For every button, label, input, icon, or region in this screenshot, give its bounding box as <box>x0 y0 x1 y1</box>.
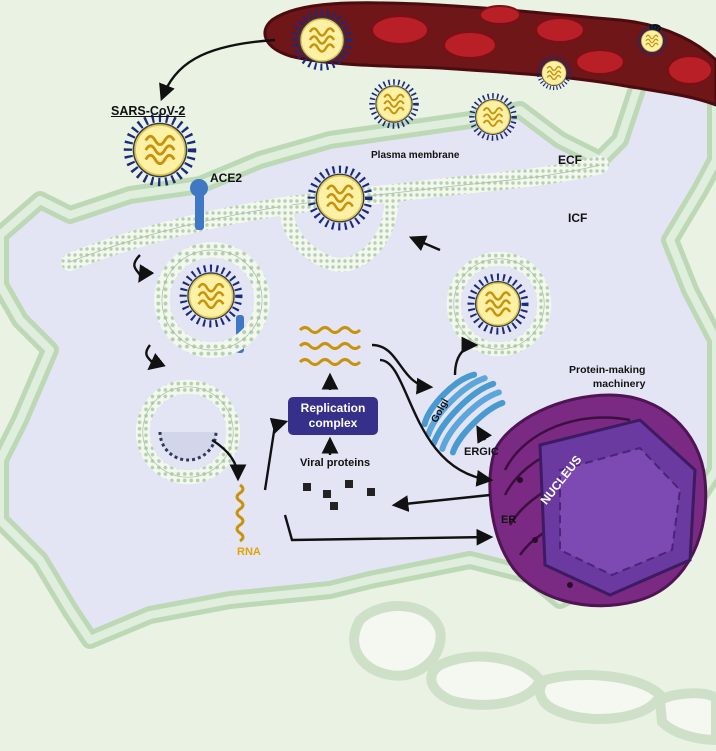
neighbour-cells <box>349 601 716 746</box>
virion-binding <box>128 118 192 182</box>
label-ecf: ECF <box>558 153 582 167</box>
label-er: ER <box>501 514 517 526</box>
label-viral-proteins: Viral proteins <box>300 457 371 469</box>
label-replication-complex: Replication complex <box>300 401 366 430</box>
label-protein-making-machinery: Protein-making machinery <box>569 364 646 390</box>
blood-vessel <box>263 1 716 107</box>
process-arrows <box>133 38 494 546</box>
label-sars-cov-2: SARS-CoV-2 <box>111 104 186 118</box>
viral-protein-particles <box>303 480 375 510</box>
label-ace2: ACE2 <box>210 171 243 185</box>
label-rna: RNA <box>237 546 261 558</box>
label-plasma-membrane: Plasma membrane <box>371 150 460 161</box>
viral-rna <box>235 483 245 543</box>
virion <box>372 82 416 126</box>
label-ergic: ERGIC <box>464 446 499 458</box>
replication-box <box>288 397 378 435</box>
nucleus <box>538 418 697 597</box>
label-icf: ICF <box>568 211 588 225</box>
golgi-apparatus <box>421 371 506 456</box>
rna-copies <box>298 326 362 366</box>
